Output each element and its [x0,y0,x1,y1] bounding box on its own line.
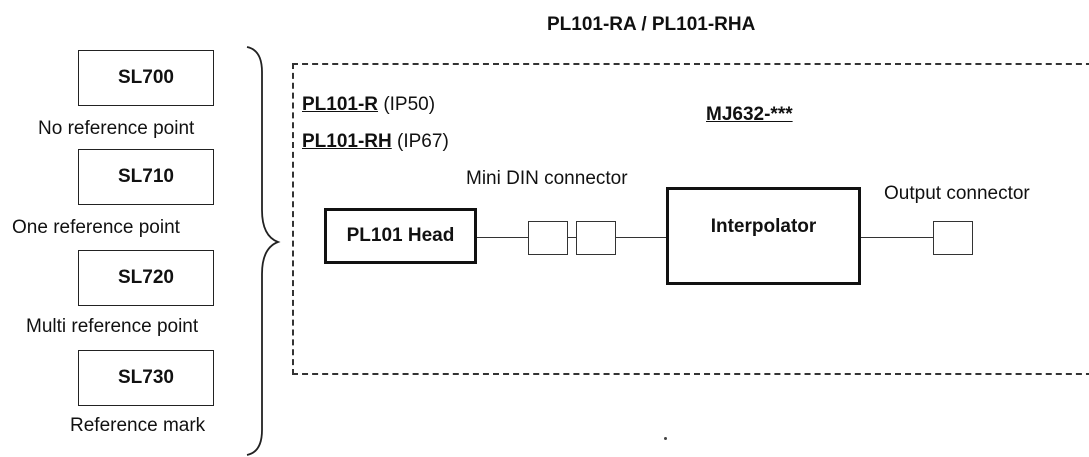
scale-label: SL700 [118,67,174,88]
scale-label: SL710 [118,166,174,187]
scale-label: SL730 [118,367,174,388]
diagram-title: PL101-RA / PL101-RHA [547,14,756,35]
pl101-head-box: PL101 Head [324,208,477,264]
output-connector-label: Output connector [884,183,1030,204]
interpolator-model-name: MJ632-*** [706,104,793,125]
head-label: PL101 Head [346,225,455,246]
scale-caption: No reference point [38,118,195,139]
wire [477,237,528,238]
wire [568,237,576,238]
curly-brace [246,46,281,456]
interpolator-model: MJ632-*** [706,104,793,126]
scale-box-sl720: SL720 [78,250,214,306]
scale-caption: One reference point [12,217,180,238]
mini-din-connector [576,221,616,255]
stray-dot [664,437,667,440]
model-name: PL101-R [302,94,379,115]
scale-caption: Reference mark [70,415,206,436]
model-label: PL101-R (IP50) [302,94,435,116]
model-rating: (IP67) [397,131,449,152]
model-name: PL101-RH [302,131,392,152]
scale-caption: Multi reference point [26,316,199,337]
interpolator-label: Interpolator [710,216,817,237]
mini-din-label: Mini DIN connector [466,168,628,189]
scale-box-sl730: SL730 [78,350,214,406]
model-label: PL101-RH (IP67) [302,131,449,153]
system-boundary [292,63,1089,375]
output-connector [933,221,973,255]
wire [861,237,933,238]
scale-box-sl700: SL700 [78,50,214,106]
wire [616,237,666,238]
scale-label: SL720 [118,267,174,288]
interpolator-box: Interpolator [666,187,861,285]
mini-din-connector [528,221,568,255]
model-rating: (IP50) [383,94,436,115]
scale-box-sl710: SL710 [78,149,214,205]
